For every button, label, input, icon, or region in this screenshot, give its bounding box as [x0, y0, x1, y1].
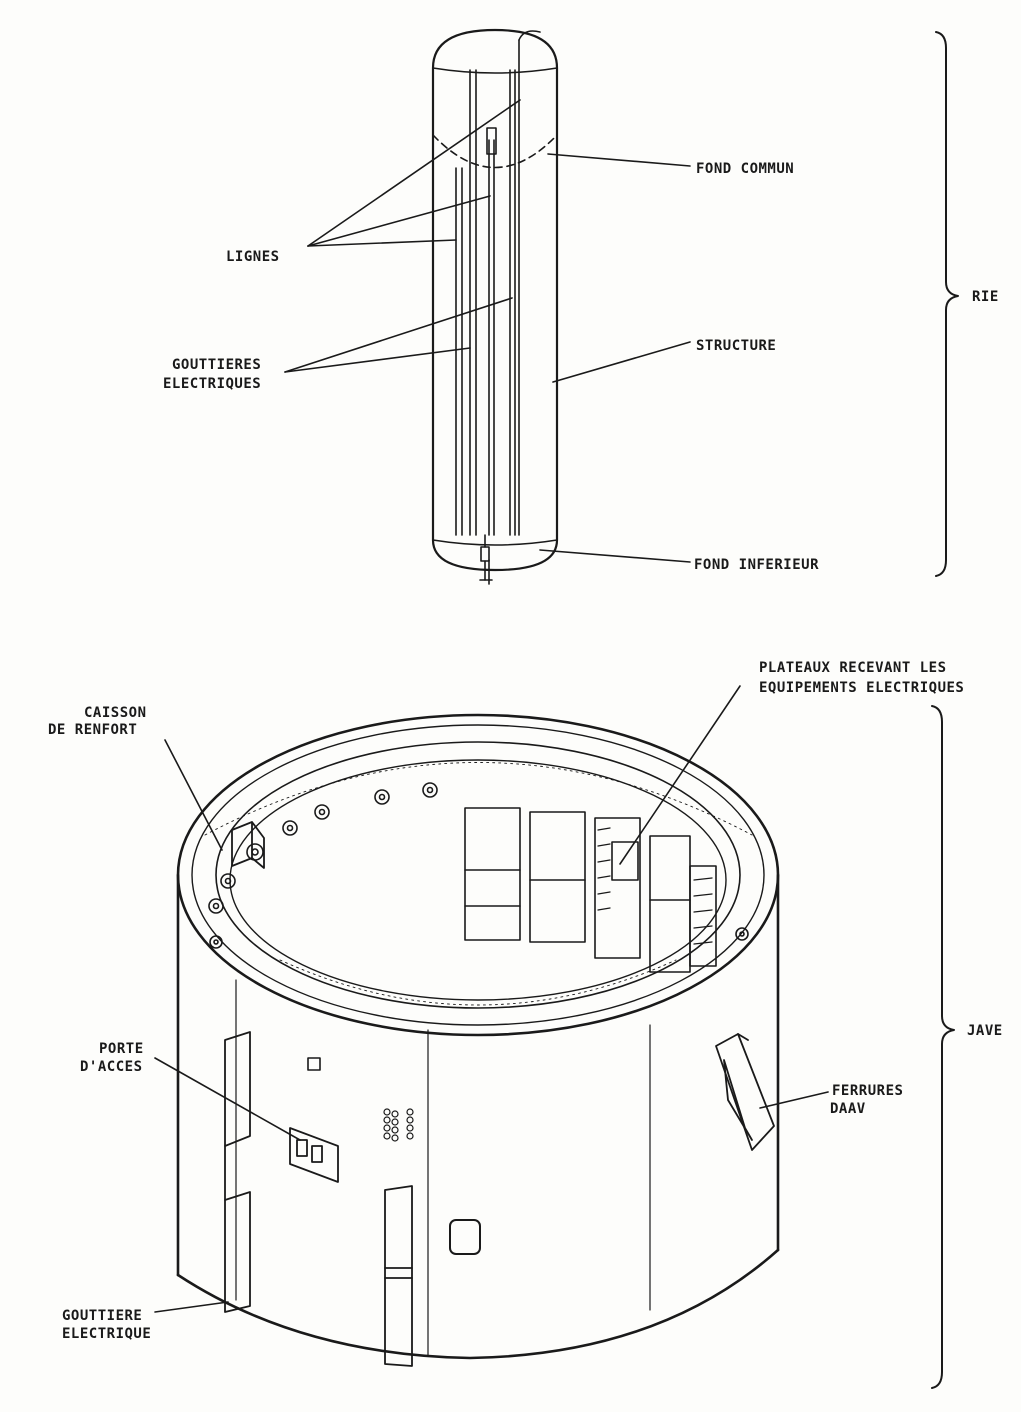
label-porte-2: D'ACCES — [80, 1059, 143, 1075]
label-ferrures-1: FERRURES — [832, 1083, 903, 1099]
label-caisson-2: DE RENFORT — [48, 722, 137, 738]
label-ferrures-2: DAAV — [830, 1101, 866, 1117]
label-gouttieres-1: GOUTTIERES — [172, 357, 261, 373]
rie-bracket — [935, 31, 959, 577]
rie-internal-lines — [455, 30, 541, 585]
equipment-slots — [597, 827, 713, 945]
label-porte-1: PORTE — [99, 1041, 144, 1057]
label-lignes: LIGNES — [226, 249, 280, 265]
label-gouttiere-2: ELECTRIQUE — [62, 1326, 151, 1342]
rie-leader-lines — [284, 99, 691, 563]
label-fond-commun: FOND COMMUN — [696, 161, 794, 177]
rim-stiffeners — [204, 762, 753, 836]
rie-labels: LIGNES GOUTTIERES ELECTRIQUES FOND COMMU… — [163, 161, 819, 573]
jave-ring-body — [176, 713, 780, 1360]
label-gouttieres-2: ELECTRIQUES — [163, 376, 261, 392]
label-fond-inferieur: FOND INFERIEUR — [694, 557, 819, 573]
rie-cylinder — [431, 28, 559, 572]
jave-bracket — [931, 705, 955, 1389]
porte-acces — [289, 1127, 339, 1183]
rie-bracket-label: RIE — [972, 289, 999, 305]
connector-pins — [383, 1108, 414, 1142]
equipment-plates — [464, 807, 717, 973]
label-gouttiere-1: GOUTTIERE — [62, 1308, 142, 1324]
label-plateaux-1: PLATEAUX RECEVANT LES — [759, 660, 947, 676]
label-structure: STRUCTURE — [696, 338, 776, 354]
bolt-holes — [208, 782, 749, 949]
lower-rim-stiffeners — [279, 959, 677, 1006]
caisson-renfort — [231, 821, 265, 869]
jave-bracket-label: JAVE — [967, 1023, 1003, 1039]
gouttiere-rails — [224, 1031, 413, 1367]
fond-commun-bulkhead — [432, 134, 558, 169]
jave-leader-lines — [154, 685, 829, 1313]
ferrures-daav — [715, 1033, 775, 1151]
label-plateaux-2: EQUIPEMENTS ELECTRIQUES — [759, 680, 964, 696]
jave-labels: CAISSON DE RENFORT PLATEAUX RECEVANT LES… — [48, 660, 964, 1342]
square-hatch — [449, 1219, 481, 1255]
label-caisson-1: CAISSON — [84, 705, 147, 721]
small-hatch — [307, 1057, 321, 1071]
